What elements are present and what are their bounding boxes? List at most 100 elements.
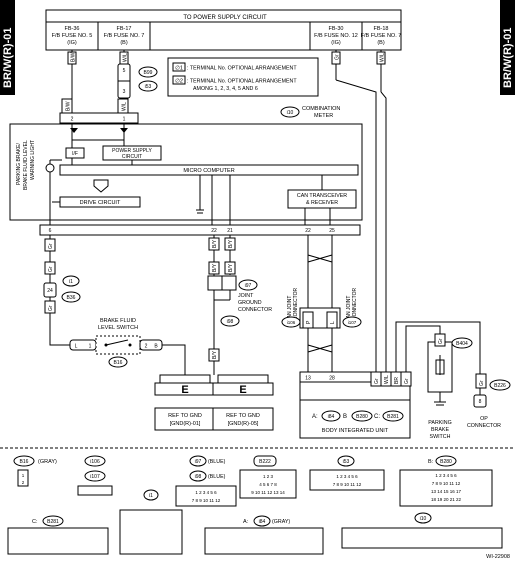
svg-text:B: B bbox=[343, 414, 347, 420]
svg-text:13: 13 bbox=[305, 376, 311, 382]
i10-label: i10 bbox=[287, 110, 294, 116]
svg-text:13 14 15 16 17: 13 14 15 16 17 bbox=[431, 489, 462, 494]
svg-text:(B): (B) bbox=[120, 40, 128, 46]
svg-text:PARKING: PARKING bbox=[428, 420, 451, 426]
svg-text:FB-36: FB-36 bbox=[65, 26, 80, 32]
svg-text:METER: METER bbox=[314, 113, 333, 119]
svg-text:SWITCH: SWITCH bbox=[430, 434, 451, 440]
svg-text:1: 1 bbox=[123, 117, 126, 123]
b36-label: B36 bbox=[67, 295, 76, 301]
svg-text:BODY INTEGRATED UNIT: BODY INTEGRATED UNIT bbox=[322, 428, 389, 434]
svg-text:B/W: B/W bbox=[71, 52, 77, 62]
svg-text:FB-17: FB-17 bbox=[117, 26, 132, 32]
svg-text:i10: i10 bbox=[420, 516, 427, 522]
svg-text:W/L: W/L bbox=[380, 53, 386, 62]
svg-text:B16: B16 bbox=[20, 459, 29, 465]
svg-text:E: E bbox=[239, 384, 246, 396]
left-side-label-text: BR/W(R)-01 bbox=[2, 28, 14, 89]
svg-text:1 2 3 4 5 6: 1 2 3 4 5 6 bbox=[336, 474, 358, 479]
fuse-fb18: FB-18 F/B FUSE NO. 7 (B) bbox=[361, 26, 402, 46]
svg-text:CONNECTOR: CONNECTOR bbox=[352, 287, 358, 320]
left-side-label: BR/W(R)-01 bbox=[0, 0, 15, 95]
svg-text:B/Y: B/Y bbox=[228, 263, 234, 272]
svg-text:i98: i98 bbox=[195, 474, 202, 480]
connector-view-i106: i106 i107 bbox=[77, 455, 113, 496]
svg-text:6: 6 bbox=[49, 228, 52, 234]
connector-view-i97: i97 (BLUE) i98 (BLUE) 1 2 3 4 5 6 7 8 9 … bbox=[175, 455, 237, 507]
svg-text:REF TO GND: REF TO GND bbox=[168, 413, 202, 419]
svg-text:OP: OP bbox=[480, 416, 488, 422]
svg-text:L: L bbox=[330, 321, 336, 324]
svg-text:CONNECTOR: CONNECTOR bbox=[293, 287, 299, 320]
svg-text:B281: B281 bbox=[387, 414, 399, 420]
svg-text:(GRAY): (GRAY) bbox=[38, 459, 57, 465]
connector-view-i10: i10 bbox=[341, 512, 503, 549]
svg-text:MICRO COMPUTER: MICRO COMPUTER bbox=[183, 168, 234, 174]
svg-text:9 10 11 12 13 14: 9 10 11 12 13 14 bbox=[251, 490, 285, 495]
svg-text:B/Y: B/Y bbox=[212, 263, 218, 272]
i106-label: i106 bbox=[287, 320, 296, 325]
svg-text:Gr: Gr bbox=[479, 380, 485, 386]
connector-view-b16: B16 (GRAY) 1 2 bbox=[13, 455, 57, 487]
svg-text:W/L: W/L bbox=[123, 53, 129, 62]
svg-text:BRAKE FLUID: BRAKE FLUID bbox=[100, 318, 136, 324]
svg-text:5: 5 bbox=[123, 68, 126, 74]
svg-text:25: 25 bbox=[329, 228, 335, 234]
svg-text:F/B FUSE NO. 12: F/B FUSE NO. 12 bbox=[314, 33, 358, 39]
fuse-fb30: FB-30 F/B FUSE NO. 12 (IG) bbox=[314, 26, 358, 46]
svg-text:(BLUE): (BLUE) bbox=[208, 474, 226, 480]
svg-text:WARNING LIGHT: WARNING LIGHT bbox=[30, 140, 36, 180]
i53-label: i53 bbox=[145, 84, 152, 90]
svg-text:A:: A: bbox=[243, 519, 249, 525]
svg-text:i1: i1 bbox=[149, 493, 153, 499]
parking-brake-switch bbox=[395, 321, 481, 406]
svg-text:i84: i84 bbox=[259, 519, 266, 525]
connector-view-i84: A: i84 (GRAY) bbox=[204, 515, 324, 555]
ground-e-1: E REF TO GND [GND(R)-01] bbox=[154, 370, 216, 431]
i98-label: i98 bbox=[227, 319, 234, 325]
svg-text:Gr: Gr bbox=[438, 338, 444, 344]
top-wire-labels: B/W W/L Gr W/L bbox=[67, 51, 386, 65]
svg-text:CONNECTOR: CONNECTOR bbox=[238, 307, 272, 313]
svg-text:FB-30: FB-30 bbox=[329, 26, 344, 32]
svg-text:BR: BR bbox=[394, 377, 400, 384]
svg-text:JOINT: JOINT bbox=[238, 293, 254, 299]
svg-text:21: 21 bbox=[227, 228, 233, 234]
svg-text:2: 2 bbox=[145, 344, 148, 350]
svg-text:COMBINATION: COMBINATION bbox=[302, 106, 340, 112]
svg-text:22: 22 bbox=[305, 228, 311, 234]
svg-text:GROUND: GROUND bbox=[238, 300, 262, 306]
b99-label: B99 bbox=[144, 70, 153, 76]
can-joint-connectors bbox=[299, 235, 341, 372]
svg-text:B222: B222 bbox=[259, 459, 271, 465]
svg-text:7 8 9 10 11 12: 7 8 9 10 11 12 bbox=[432, 481, 461, 486]
svg-text:∅2: ∅2 bbox=[175, 78, 183, 85]
svg-text:B/Y: B/Y bbox=[212, 350, 218, 359]
svg-text:[GND(R)-01]: [GND(R)-01] bbox=[170, 421, 201, 427]
svg-text:28: 28 bbox=[329, 376, 335, 382]
svg-text:E: E bbox=[181, 384, 188, 396]
diagram-code: WI-22908 bbox=[486, 554, 510, 560]
fuse-fb17: FB-17 F/B FUSE NO. 7 (B) bbox=[104, 26, 145, 46]
svg-text:B/W: B/W bbox=[66, 101, 72, 111]
svg-text:B280: B280 bbox=[440, 459, 452, 465]
connector-view-b281: C: B281 bbox=[7, 515, 109, 555]
body-integrated-unit: 13 28 8 7 24 A: i84 B B280 C: B281 BODY … bbox=[299, 371, 411, 439]
b16-label: B16 bbox=[114, 360, 123, 366]
svg-text:1 2 3: 1 2 3 bbox=[263, 474, 274, 479]
connector-view-b222: B222 1 2 3 4 5 6 7 8 9 10 11 12 13 14 bbox=[239, 455, 297, 499]
svg-text:(IG): (IG) bbox=[331, 40, 341, 46]
svg-text:8: 8 bbox=[479, 399, 482, 405]
svg-text:DRIVE CIRCUIT: DRIVE CIRCUIT bbox=[80, 200, 121, 206]
power-supply-block bbox=[45, 9, 402, 51]
svg-text:1 2 3 4 5 6: 1 2 3 4 5 6 bbox=[435, 473, 457, 478]
legend: ∅1 : TERMINAL No. OPTIONAL ARRANGEMENT ∅… bbox=[167, 57, 319, 97]
meter-connector-top: B/W 2 1 W/L bbox=[59, 98, 139, 124]
svg-text:Gr: Gr bbox=[404, 378, 410, 384]
svg-text:(BLUE): (BLUE) bbox=[208, 459, 226, 465]
svg-text:A:: A: bbox=[312, 414, 318, 420]
meter-connector-bottom: 6 22 21 22 25 bbox=[39, 224, 361, 236]
svg-text:(GRAY): (GRAY) bbox=[272, 519, 290, 525]
svg-text:1: 1 bbox=[89, 344, 92, 350]
svg-text:C:: C: bbox=[32, 519, 38, 525]
